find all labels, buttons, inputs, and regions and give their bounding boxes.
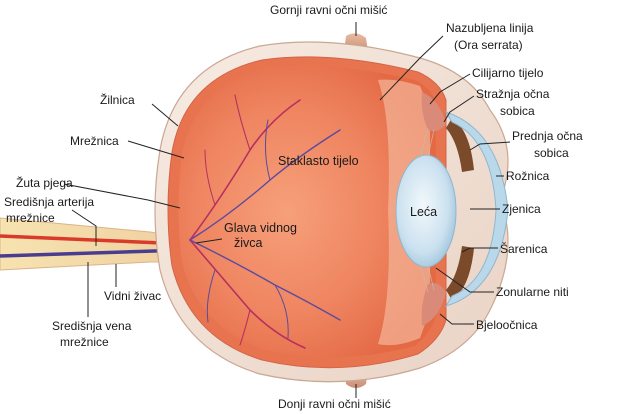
label-inferior-rectus: Donji ravni očni mišić: [278, 397, 391, 411]
label-optic-nerve: Vidni živac: [104, 289, 161, 303]
label-central-artery: Središnja arterija: [4, 195, 94, 209]
label-ciliary-body: Cilijarno tijelo: [472, 66, 544, 80]
optic-nerve: [0, 217, 191, 271]
label-sclera: Bjeloočnica: [476, 318, 538, 332]
ciliary-body-top: [421, 92, 446, 132]
ciliary-body-bottom: [421, 283, 446, 326]
vitreous-body: [178, 65, 436, 358]
cornea: [444, 111, 509, 307]
label-superior-rectus: Gornji ravni očni mišić: [270, 3, 387, 17]
central-retinal-vein-line: [0, 248, 186, 258]
label-optic-disc: Glava vidnog: [224, 221, 297, 235]
label-pupil: Zjenica: [502, 202, 541, 216]
label-zonular-fibers: Zonularne niti: [496, 285, 569, 299]
iris-lower: [446, 246, 474, 300]
label-ora-serrata-latin: (Ora serrata): [454, 38, 523, 52]
label-central-vein-2: mrežnice: [60, 335, 109, 349]
label-retina: Mrežnica: [70, 134, 119, 148]
iris: [446, 118, 474, 172]
label-vitreous-body: Staklasto tijelo: [278, 154, 359, 168]
label-central-vein: Središnja vena: [52, 319, 132, 333]
label-cornea: Rožnica: [506, 169, 550, 183]
label-ora-serrata: Nazubljena linija: [446, 21, 534, 35]
label-posterior-chamber: Stražnja očna: [476, 87, 550, 101]
label-anterior-chamber-2: sobica: [534, 146, 569, 160]
retinal-vessels: [189, 94, 341, 349]
label-iris: Šarenica: [500, 241, 548, 256]
label-macula: Žuta pjega: [16, 175, 73, 190]
leader-lines: [63, 22, 511, 398]
labels: Gornji ravni očni mišić Nazubljena linij…: [4, 3, 583, 411]
label-central-artery-2: mrežnice: [6, 211, 55, 225]
lens: [395, 154, 457, 268]
label-posterior-chamber-2: sobica: [500, 104, 535, 118]
zonular-fibers: [419, 127, 435, 293]
label-choroid: Žilnica: [100, 92, 135, 107]
central-retinal-artery-line: [0, 234, 186, 246]
label-lens: Leća: [410, 205, 437, 219]
label-optic-disc-2: živca: [234, 236, 263, 250]
label-anterior-chamber: Prednja očna: [512, 129, 583, 143]
